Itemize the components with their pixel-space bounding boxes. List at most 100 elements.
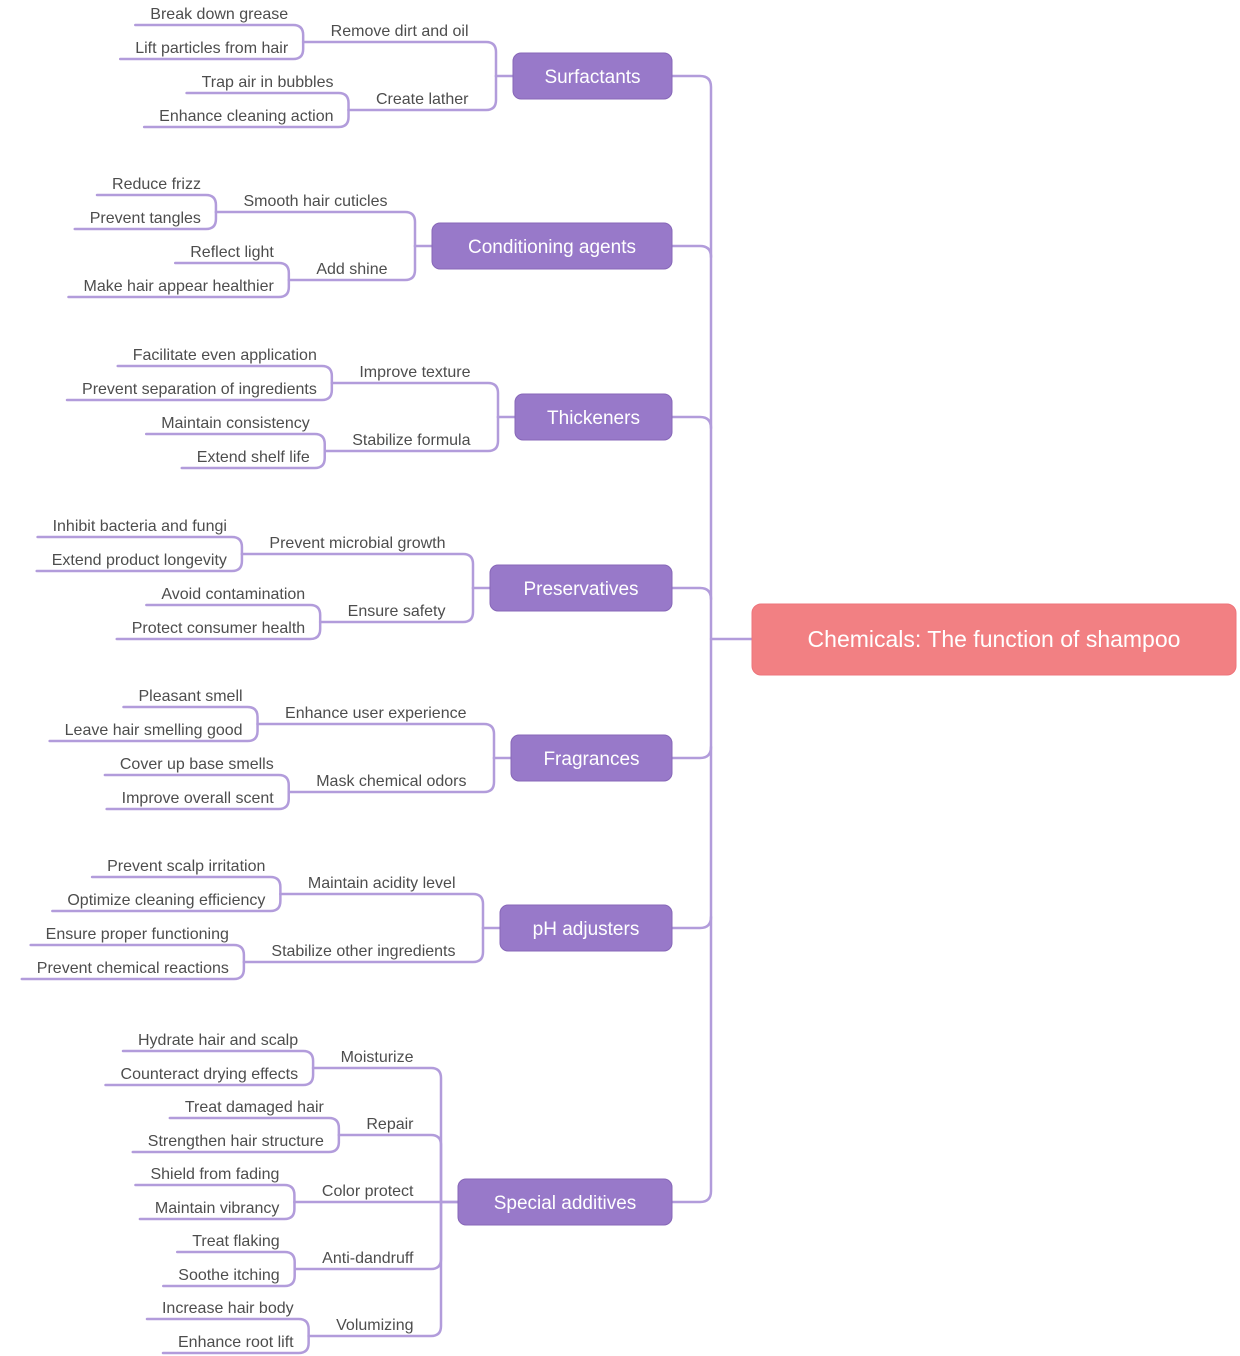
leaf-node-maintain-vibrancy[interactable]: Maintain vibrancy (155, 1200, 280, 1217)
branch-trunk-connector (670, 244, 713, 259)
function-node-stabilize-formula[interactable]: Stabilize formula (352, 432, 470, 449)
branch-node-ph-adjusters[interactable]: pH adjusters (499, 904, 673, 952)
root-node-label: Chemicals: The function of shampoo (808, 626, 1181, 652)
function-node-stabilize-other-ingredients[interactable]: Stabilize other ingredients (271, 943, 455, 960)
branch-node-box (499, 904, 673, 952)
connector (115, 620, 322, 641)
connector (318, 586, 475, 624)
leaf-node-strengthen-hair-structure[interactable]: Strengthen hair structure (148, 1133, 324, 1150)
function-node-prevent-microbial-growth[interactable]: Prevent microbial growth (269, 535, 445, 552)
branch-node-preservatives[interactable]: Preservatives (489, 564, 673, 612)
connector (180, 449, 326, 470)
leaf-node-optimize-cleaning-efficiency[interactable]: Optimize cleaning efficiency (67, 892, 265, 909)
leaf-node-counteract-drying-effects[interactable]: Counteract drying effects (121, 1066, 299, 1083)
connector (323, 415, 500, 453)
leaf-node-maintain-consistency[interactable]: Maintain consistency (161, 415, 310, 432)
branch-node-label: Conditioning agents (468, 237, 636, 258)
connector (122, 705, 259, 726)
function-node-moisturize[interactable]: Moisturize (341, 1049, 414, 1066)
leaf-node-lift-particles-from-hair[interactable]: Lift particles from hair (135, 40, 289, 57)
branch-node-fragrances[interactable]: Fragrances (510, 734, 673, 782)
leaf-node-avoid-contamination[interactable]: Avoid contamination (161, 586, 305, 603)
branch-trunk-connector (670, 915, 713, 930)
leaf-node-prevent-scalp-irritation[interactable]: Prevent scalp irritation (107, 858, 265, 875)
function-node-maintain-acidity-level[interactable]: Maintain acidity level (308, 875, 456, 892)
connector (287, 244, 417, 282)
function-node-enhance-user-experience[interactable]: Enhance user experience (285, 705, 467, 722)
connector (142, 108, 350, 129)
connector (36, 535, 244, 556)
function-node-mask-chemical-odors[interactable]: Mask chemical odors (316, 773, 466, 790)
leaf-node-trap-air-in-bubbles[interactable]: Trap air in bubbles (202, 74, 334, 91)
leaf-node-extend-shelf-life[interactable]: Extend shelf life (197, 449, 310, 466)
leaf-node-reduce-frizz[interactable]: Reduce frizz (112, 176, 201, 193)
function-node-color-protect[interactable]: Color protect (322, 1183, 414, 1200)
branch-node-special-additives[interactable]: Special additives (457, 1178, 673, 1226)
leaf-node-prevent-chemical-reactions[interactable]: Prevent chemical reactions (37, 960, 229, 977)
connector (105, 790, 290, 811)
function-node-anti-dandruff[interactable]: Anti-dandruff (322, 1250, 414, 1267)
leaf-node-enhance-root-lift[interactable]: Enhance root lift (178, 1334, 294, 1351)
root-node[interactable]: Chemicals: The function of shampoo (751, 603, 1237, 676)
branch-node-label: Thickeners (547, 408, 640, 429)
function-node-smooth-hair-cuticles[interactable]: Smooth hair cuticles (243, 193, 387, 210)
leaf-node-leave-hair-smelling-good[interactable]: Leave hair smelling good (65, 722, 243, 739)
connector (103, 773, 290, 794)
leaf-node-inhibit-bacteria-and-fungi[interactable]: Inhibit bacteria and fungi (53, 518, 227, 535)
branch-node-box (514, 393, 673, 441)
connector (185, 91, 350, 112)
branch-node-label: Special additives (494, 1193, 637, 1214)
leaf-node-treat-damaged-hair[interactable]: Treat damaged hair (185, 1099, 325, 1116)
connector (307, 1200, 443, 1338)
connector (131, 1133, 341, 1154)
leaf-node-treat-flaking[interactable]: Treat flaking (192, 1233, 279, 1250)
leaf-node-increase-hair-body[interactable]: Increase hair body (162, 1300, 294, 1317)
connector (168, 1116, 341, 1137)
leaf-node-make-hair-appear-healthier[interactable]: Make hair appear healthier (83, 278, 274, 295)
connector (67, 278, 291, 299)
connector (330, 381, 500, 419)
leaf-node-soothe-itching[interactable]: Soothe itching (178, 1267, 279, 1284)
function-node-remove-dirt-and-oil[interactable]: Remove dirt and oil (331, 23, 469, 40)
branch-node-box (512, 52, 673, 100)
function-node-ensure-safety[interactable]: Ensure safety (348, 603, 446, 620)
connector (311, 1066, 443, 1204)
connector (161, 1334, 310, 1355)
connector (20, 960, 246, 981)
connector (90, 875, 282, 896)
branch-node-surfactants[interactable]: Surfactants (512, 52, 673, 100)
function-node-improve-texture[interactable]: Improve texture (359, 364, 470, 381)
leaf-node-prevent-tangles[interactable]: Prevent tangles (90, 210, 201, 227)
leaf-node-shield-from-fading[interactable]: Shield from fading (150, 1166, 279, 1183)
leaf-node-extend-product-longevity[interactable]: Extend product longevity (52, 552, 227, 569)
connector (162, 1267, 296, 1288)
branch-trunk-connector (670, 415, 713, 430)
function-node-volumizing[interactable]: Volumizing (336, 1317, 413, 1334)
leaf-node-break-down-grease[interactable]: Break down grease (150, 6, 288, 23)
function-node-add-shine[interactable]: Add shine (316, 261, 387, 278)
connector (347, 74, 498, 112)
leaf-node-facilitate-even-application[interactable]: Facilitate even application (133, 347, 317, 364)
leaf-node-improve-overall-scent[interactable]: Improve overall scent (122, 790, 275, 807)
leaf-node-pleasant-smell[interactable]: Pleasant smell (139, 688, 243, 705)
leaf-node-protect-consumer-health[interactable]: Protect consumer health (132, 620, 305, 637)
leaf-node-cover-up-base-smells[interactable]: Cover up base smells (120, 756, 274, 773)
leaf-node-reflect-light[interactable]: Reflect light (190, 244, 274, 261)
connector (145, 603, 322, 624)
root-node-box (751, 603, 1237, 676)
function-node-repair[interactable]: Repair (366, 1116, 414, 1133)
leaf-node-prevent-separation-of-ingredients[interactable]: Prevent separation of ingredients (82, 381, 317, 398)
branch-trunk-connector (670, 586, 713, 601)
leaf-node-hydrate-hair-and-scalp[interactable]: Hydrate hair and scalp (138, 1032, 298, 1049)
branch-node-thickeners[interactable]: Thickeners (514, 393, 673, 441)
connector (65, 381, 334, 402)
function-node-create-lather[interactable]: Create lather (376, 91, 469, 108)
connector (121, 1049, 315, 1070)
connector (214, 210, 417, 248)
branch-node-box (489, 564, 673, 612)
branch-node-conditioning-agents[interactable]: Conditioning agents (431, 222, 673, 270)
leaf-node-ensure-proper-functioning[interactable]: Ensure proper functioning (46, 926, 229, 943)
connector (173, 261, 291, 282)
leaf-node-enhance-cleaning-action[interactable]: Enhance cleaning action (159, 108, 333, 125)
